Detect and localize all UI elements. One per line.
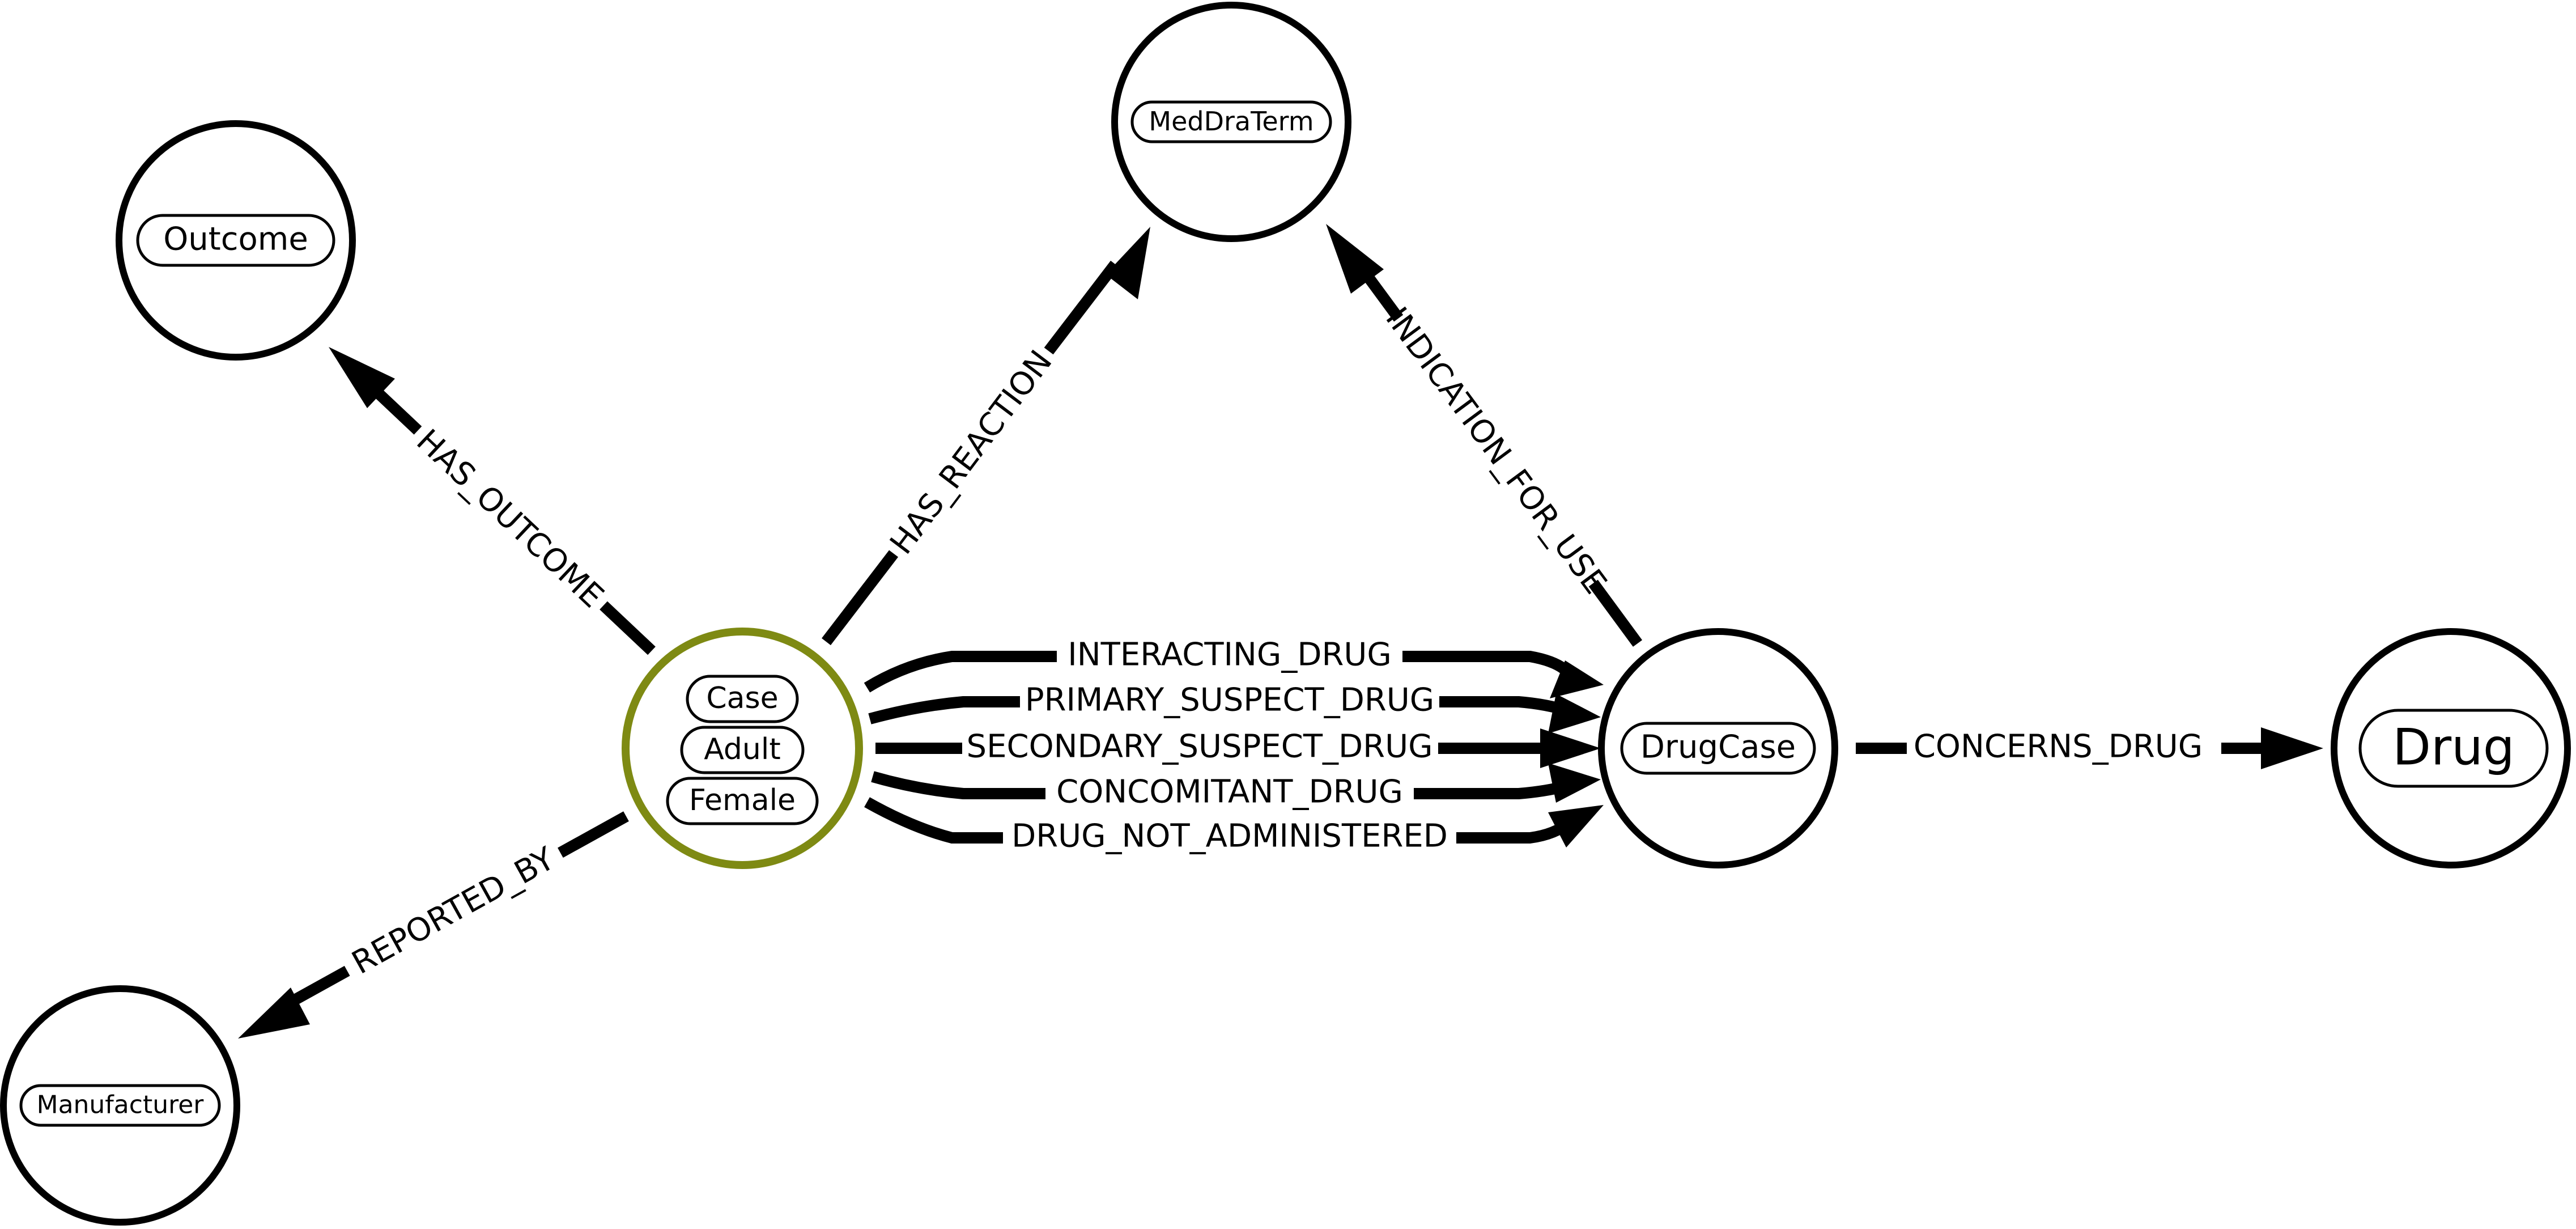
edge-label-concerns-drug: CONCERNS_DRUG: [1914, 728, 2203, 765]
edge-label-interacting-drug: INTERACTING_DRUG: [1068, 637, 1391, 673]
node-label-drug: Drug: [2392, 718, 2515, 777]
node-case[interactable]: Case Adult Female: [622, 628, 863, 869]
node-label-drugcase: DrugCase: [1640, 729, 1796, 766]
edge-primary-suspect-drug: PRIMARY_SUSPECT_DRUG: [868, 680, 1601, 734]
edge-indication-for-use: INDICATION_FOR_USE: [1326, 224, 1643, 647]
node-label-adult: Adult: [704, 732, 780, 766]
edge-concerns-drug: CONCERNS_DRUG: [1856, 727, 2323, 770]
node-meddraterm[interactable]: MedDraTerm: [1111, 2, 1351, 242]
node-manufacturer[interactable]: Manufacturer: [0, 985, 240, 1226]
node-drugcase[interactable]: DrugCase: [1598, 628, 1838, 868]
node-outcome[interactable]: Outcome: [116, 120, 356, 361]
node-drug[interactable]: Drug: [2331, 628, 2571, 868]
edge-concomitant-drug: CONCOMITANT_DRUG: [871, 763, 1601, 815]
edge-secondary-suspect-drug: SECONDARY_SUSPECT_DRUG: [875, 727, 1601, 770]
edge-reported-by: REPORTED_BY: [238, 811, 629, 1039]
edge-has-reaction: HAS_REACTION: [822, 227, 1150, 646]
node-label-meddraterm: MedDraTerm: [1149, 106, 1313, 137]
edge-label-has-outcome: HAS_OUTCOME: [409, 422, 610, 615]
node-label-female: Female: [689, 783, 796, 817]
node-label-outcome: Outcome: [163, 221, 308, 258]
edge-label-has-reaction: HAS_REACTION: [883, 344, 1060, 561]
node-label-case: Case: [706, 681, 778, 715]
edge-label-primary-suspect-drug: PRIMARY_SUSPECT_DRUG: [1025, 682, 1434, 719]
edge-label-reported-by: REPORTED_BY: [346, 840, 562, 982]
edge-label-drug-not-administered: DRUG_NOT_ADMINISTERED: [1011, 818, 1448, 855]
edge-interacting-drug: INTERACTING_DRUG: [864, 635, 1604, 698]
edge-drug-not-administered: DRUG_NOT_ADMINISTERED: [864, 797, 1604, 859]
node-label-manufacturer: Manufacturer: [37, 1091, 205, 1120]
edge-label-concomitant-drug: CONCOMITANT_DRUG: [1056, 774, 1403, 811]
edge-label-indication-for-use: INDICATION_FOR_USE: [1378, 300, 1614, 601]
edge-has-outcome: HAS_OUTCOME: [329, 347, 656, 655]
edge-label-secondary-suspect-drug: SECONDARY_SUSPECT_DRUG: [967, 728, 1433, 765]
